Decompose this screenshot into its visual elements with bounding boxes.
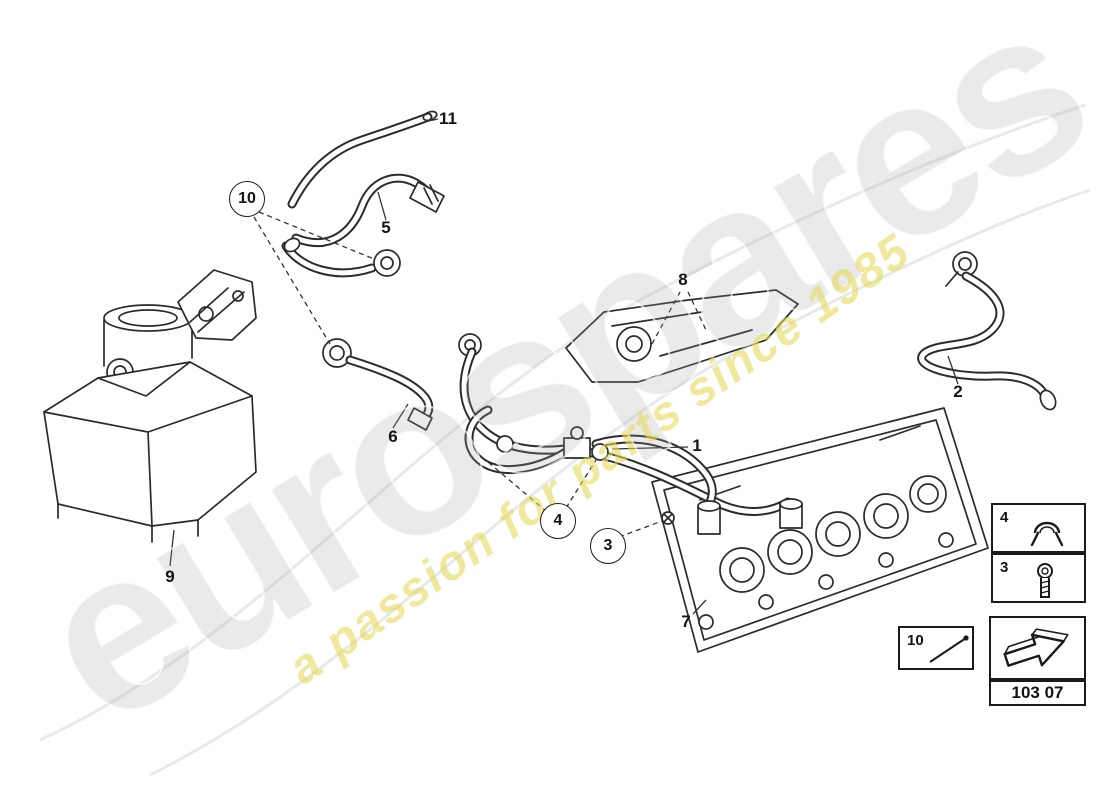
callout-7[interactable]: 7 [681, 612, 691, 631]
balloon-callout-10[interactable]: 10 [229, 181, 265, 217]
callout-8[interactable]: 8 [678, 270, 688, 289]
hose-6 [322, 338, 434, 431]
valve-cover [651, 407, 989, 653]
hose-2 [917, 251, 1057, 411]
hose-11 [287, 110, 438, 209]
intake-part-8 [565, 289, 799, 383]
breather-line-assembly [458, 333, 803, 535]
callout-leader-lines [169, 118, 959, 615]
legend-box-screw[interactable]: 3 [991, 553, 1086, 603]
expansion-tank [43, 304, 257, 543]
balloon-callout-4[interactable]: 4 [540, 503, 576, 539]
clip-icon [1030, 521, 1064, 547]
legend-box-pin[interactable]: 10 [898, 626, 974, 670]
callout-1[interactable]: 1 [692, 436, 702, 455]
legend-clip-number: 4 [1000, 509, 1009, 526]
callout-6[interactable]: 6 [388, 427, 398, 446]
screw-icon [1037, 563, 1053, 598]
legend-box-clip[interactable]: 4 [991, 503, 1086, 553]
legend-screw-number: 3 [1000, 559, 1009, 576]
callout-11[interactable]: 11 [439, 109, 457, 128]
hose-5 [291, 173, 445, 248]
balloon-callout-3[interactable]: 3 [590, 528, 626, 564]
legend-pin-number: 10 [907, 632, 924, 649]
hose-fitting-group [281, 237, 401, 278]
callout-5[interactable]: 5 [381, 218, 391, 237]
mounting-bracket [177, 269, 257, 341]
pin-icon [929, 635, 969, 663]
arrow-icon [1003, 628, 1069, 667]
callout-9[interactable]: 9 [165, 567, 175, 586]
callout-2[interactable]: 2 [953, 382, 963, 401]
part-group-arrow-box[interactable] [989, 616, 1086, 680]
part-group-code[interactable]: 103 07 [989, 680, 1086, 706]
